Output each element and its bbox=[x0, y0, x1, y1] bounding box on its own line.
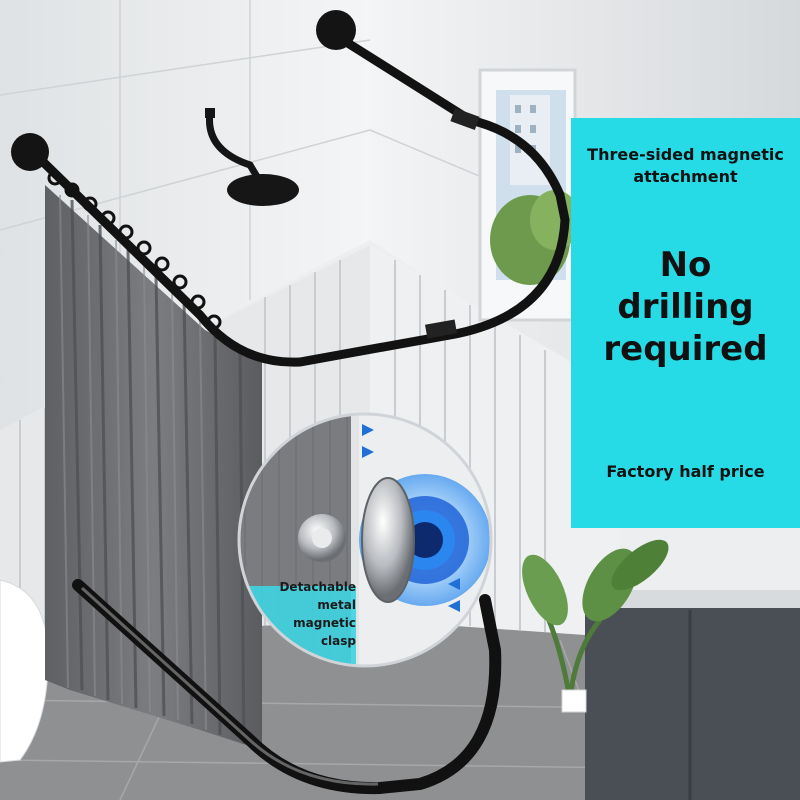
headline: No drilling required bbox=[571, 244, 800, 370]
promo-panel: Three-sided magnetic attachment No drill… bbox=[571, 118, 800, 528]
callout-line-1: Detachable bbox=[279, 580, 356, 594]
headline-line-2: drilling bbox=[617, 287, 754, 327]
clasp-callout: Detachable metal magnetic clasp bbox=[246, 578, 356, 650]
price-note: Factory half price bbox=[606, 462, 765, 481]
callout-line-4: clasp bbox=[320, 634, 356, 648]
callout-line-3: magnetic bbox=[293, 616, 356, 630]
headline-line-1: No bbox=[659, 245, 712, 285]
feature-text: Three-sided magnetic attachment bbox=[587, 145, 784, 186]
headline-line-3: required bbox=[603, 329, 768, 369]
callout-line-2: metal bbox=[317, 598, 356, 612]
